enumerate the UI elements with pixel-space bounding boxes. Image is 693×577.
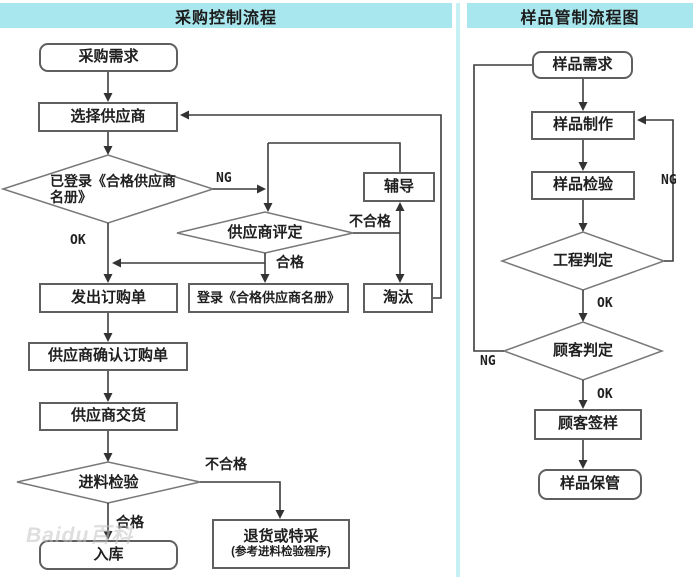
diamond-registered-check — [0, 154, 216, 224]
node-registered-check-label: 已登录《合格供应商名册》 — [50, 172, 176, 205]
edge-label-ok-engineering: OK — [597, 296, 613, 311]
node-purchase-demand-label: 采购需求 — [78, 48, 139, 66]
node-return-or-concession: 退货或特采 (参考进料检验程序) — [212, 519, 350, 569]
diamond-supplier-evaluation — [176, 211, 354, 254]
node-incoming-inspection-label: 进料检验 — [78, 473, 139, 491]
node-confirm-po-label: 供应商确认订购单 — [47, 347, 168, 365]
node-stock-in-label: 入库 — [93, 545, 124, 563]
panel-divider-line — [456, 3, 460, 577]
node-engineering-judge-label: 工程判定 — [552, 252, 613, 270]
node-issue-po-label: 发出订购单 — [70, 288, 146, 306]
node-coach: 辅导 — [363, 172, 435, 202]
node-issue-po: 发出订购单 — [39, 283, 178, 313]
left-chart-title: 采购控制流程 — [174, 9, 277, 27]
node-customer-sign: 顾客签样 — [534, 409, 642, 440]
node-sample-inspect-label: 样品检验 — [552, 176, 613, 194]
node-return-line1: 退货或特采 — [243, 528, 319, 546]
node-confirm-po: 供应商确认订购单 — [28, 342, 188, 371]
node-coach-label: 辅导 — [383, 177, 414, 195]
edge-label-ng-customer: NG — [480, 354, 496, 369]
edge-label-ok-registered: OK — [70, 233, 86, 248]
node-purchase-demand: 采购需求 — [39, 43, 178, 72]
node-register-roster: 登录《合格供应商名册》 — [188, 283, 349, 313]
node-sample-demand: 样品需求 — [532, 51, 633, 79]
edge-label-pass-inspection: 合格 — [116, 514, 144, 530]
edge-label-fail-inspection: 不合格 — [205, 456, 247, 472]
node-eliminate: 淘汰 — [363, 283, 433, 313]
node-register-roster-label: 登录《合格供应商名册》 — [196, 289, 340, 305]
node-sample-keep: 样品保管 — [538, 469, 642, 500]
edge-label-ok-customer: OK — [597, 387, 613, 402]
node-customer-judge-label: 顾客判定 — [552, 342, 613, 360]
node-supplier-delivery: 供应商交货 — [39, 402, 178, 431]
node-stock-in: 入库 — [39, 540, 178, 570]
edge-label-fail-evaluation: 不合格 — [349, 213, 391, 229]
edge-label-ng-registered: NG — [216, 171, 232, 186]
left-chart-title-bar: 采购控制流程 — [0, 3, 452, 28]
edge-label-ng-engineering: NG — [661, 173, 677, 188]
node-customer-sign-label: 顾客签样 — [557, 415, 618, 433]
node-sample-make-label: 样品制作 — [552, 116, 613, 134]
decision-diamonds — [0, 154, 667, 504]
node-supplier-evaluation-label: 供应商评定 — [227, 223, 303, 241]
node-sample-keep-label: 样品保管 — [559, 475, 620, 493]
right-chart-title: 样品管制流程图 — [520, 9, 640, 27]
diamond-engineering-judge — [499, 231, 667, 291]
node-select-supplier: 选择供应商 — [38, 102, 178, 132]
node-select-supplier-label: 选择供应商 — [70, 107, 146, 125]
diamond-incoming-inspection — [16, 461, 201, 504]
edge-label-pass-evaluation: 合格 — [276, 254, 304, 270]
right-chart-title-bar: 样品管制流程图 — [467, 3, 693, 28]
node-return-line2: (参考进料检验程序) — [231, 545, 331, 558]
diamond-customer-judge — [501, 321, 665, 381]
node-eliminate-label: 淘汰 — [382, 288, 413, 306]
node-sample-inspect: 样品检验 — [531, 171, 635, 200]
node-sample-make: 样品制作 — [531, 111, 635, 140]
node-sample-demand-label: 样品需求 — [552, 55, 613, 73]
node-supplier-delivery-label: 供应商交货 — [70, 407, 146, 425]
